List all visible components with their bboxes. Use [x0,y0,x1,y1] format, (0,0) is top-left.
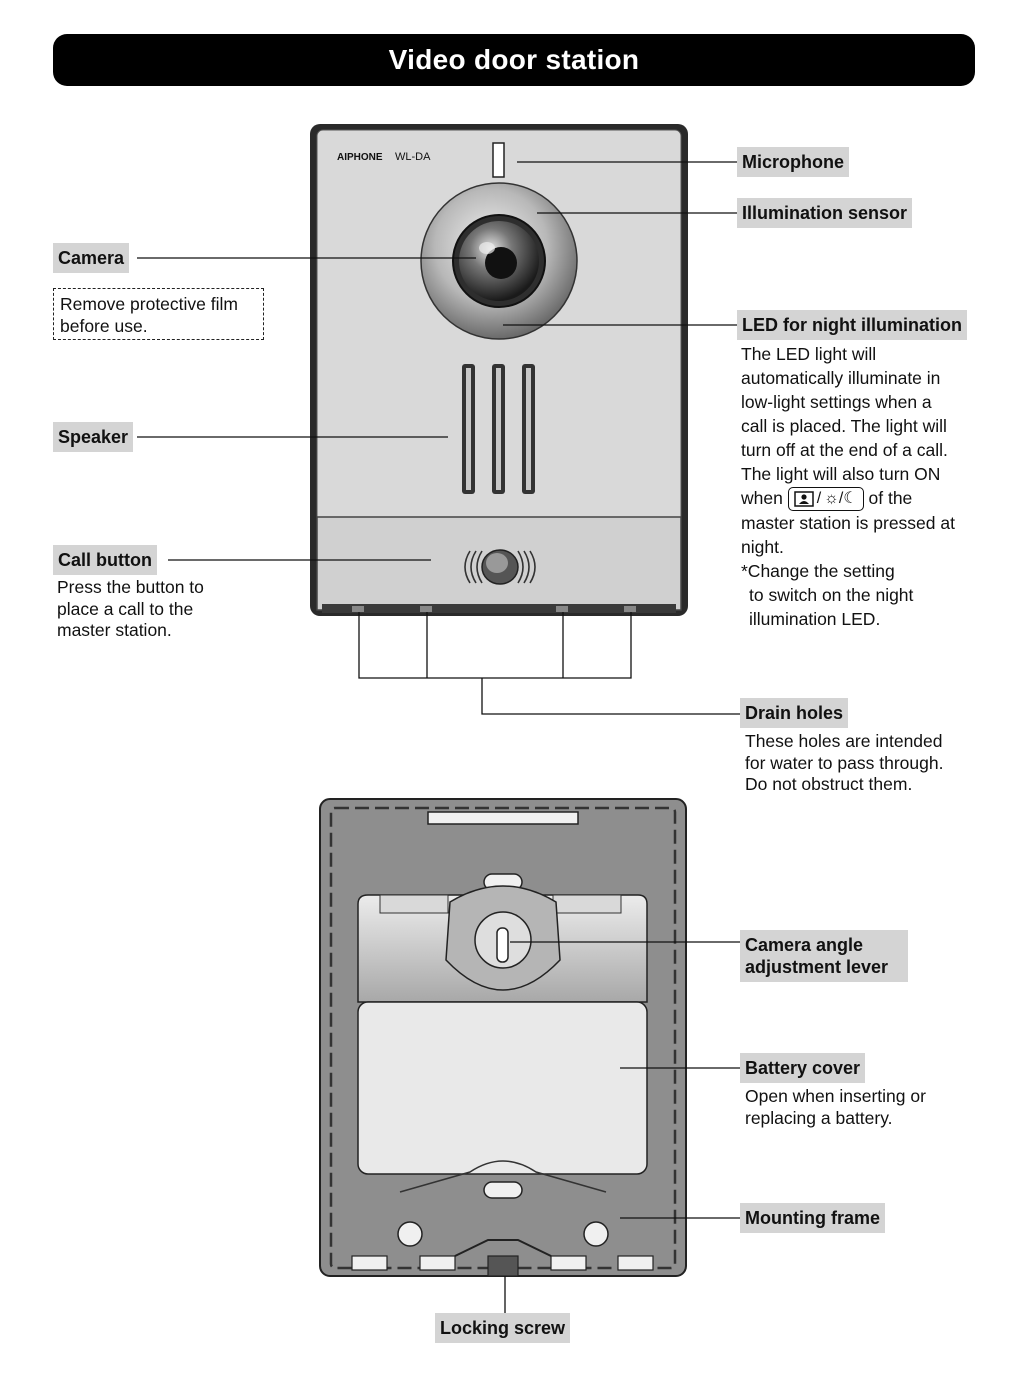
led-desc-line: call is placed. The light will [741,416,947,436]
drain-desc-line: Do not obstruct them. [745,774,913,794]
led-desc-line: master station is pressed at [741,513,955,534]
battery-cover-icon [357,1001,648,1175]
monitor-button-icon: / ☼/☾ [787,487,864,512]
led-desc-line: night. [741,537,784,558]
led-desc-when: when [741,488,783,508]
label-locking-screw: Locking screw [435,1313,571,1343]
drain-holes-leader [358,612,740,715]
label-battery-cover: Battery cover [740,1053,866,1083]
led-desc-line: The light will also turn ON [741,464,941,484]
label-call-button: Call button [53,545,157,575]
label-led-night-illumination: LED for night illumination [737,310,967,340]
speaker-grille-icon [462,364,535,494]
led-desc-line: *Change the setting [741,561,895,582]
battery-desc-line: Open when inserting or [745,1086,926,1106]
label-drain-holes: Drain holes [740,698,849,728]
person-icon [793,491,814,508]
mounting-frame-back [319,798,687,1277]
call-desc-line: master station. [57,620,172,640]
microphone-icon [492,142,505,178]
led-desc-of-the: of the [868,488,913,508]
label-speaker: Speaker [53,422,134,452]
page-title: Video door station [53,34,975,86]
drain-holes-description: These holes are intended for water to pa… [745,731,995,796]
button-slash: / [816,490,822,508]
battery-desc-line: replacing a battery. [745,1107,893,1128]
label-camera: Camera [53,243,130,273]
leader-lines-front [137,161,738,561]
model-name: WL-DA [395,151,431,163]
camera-note: Remove protective film before use. [53,288,264,340]
call-button-description: Press the button to place a call to the … [57,577,297,642]
leader-lines-back [504,941,740,1316]
camera-note-line: Remove protective film [60,294,238,314]
led-desc-line: illumination LED. [749,609,881,630]
label-mounting-frame: Mounting frame [740,1203,885,1233]
drain-desc-line: for water to pass through. [745,752,944,773]
battery-cover-description: Open when inserting or replacing a batte… [745,1086,995,1129]
call-desc-line: Press the button to [57,577,204,597]
camera-angle-line: adjustment lever [745,957,889,977]
brand-name: AIPHONE [337,152,383,163]
drain-desc-line: These holes are intended [745,731,943,751]
led-description: The LED light will automatically illumin… [741,342,991,631]
camera-note-line: before use. [60,316,148,336]
locking-screw-icon [487,1255,519,1277]
call-button-icon [464,549,536,585]
day-night-icon: ☼/☾ [824,490,858,508]
label-camera-angle-lever: Camera angle adjustment lever [740,930,908,982]
label-illumination-sensor: Illumination sensor [737,198,913,228]
led-desc-line: turn off at the end of a call. [741,440,948,460]
call-desc-line: place a call to the [57,598,194,619]
led-desc-line: to switch on the night [749,585,914,606]
led-desc-when-line: when / ☼/☾ of the [741,486,991,512]
led-desc-line: low-light settings when a [741,392,932,412]
camera-angle-line: Camera angle [745,935,864,955]
led-desc-line: automatically illuminate in [741,368,941,388]
door-station-front [310,124,688,616]
led-desc-line: The LED light will [741,344,877,364]
label-microphone: Microphone [737,147,849,177]
